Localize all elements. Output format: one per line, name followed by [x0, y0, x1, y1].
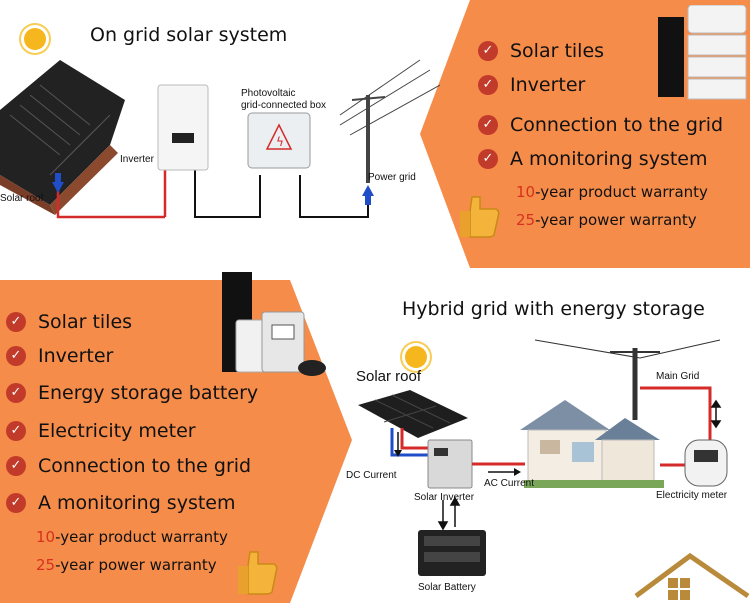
bottom-warranty-power: 25-year power warranty	[36, 556, 217, 574]
top-warranty-power: 25-year power warranty	[516, 211, 697, 229]
bottom-feature-item: ✓Inverter	[6, 345, 113, 367]
dc-wire-red	[56, 190, 165, 219]
bottom-feature-item: ✓Energy storage battery	[6, 382, 258, 404]
check-icon: ✓	[478, 41, 498, 61]
top-title: On grid solar system	[90, 24, 288, 46]
bottom-feature-item: ✓Connection to the grid	[6, 455, 251, 477]
solar-panel-illustration	[358, 390, 468, 438]
house-logo-icon	[634, 552, 750, 600]
label-solar-inverter: Solar Inverter	[414, 492, 475, 503]
bottom-feature-item: ✓A monitoring system	[6, 492, 236, 514]
check-icon: ✓	[478, 149, 498, 169]
power-pole-illustration	[534, 339, 721, 420]
check-icon: ✓	[6, 383, 26, 403]
power-pole-illustration	[339, 59, 440, 183]
thumbs-up-icon	[238, 551, 278, 595]
solar-inverter-illustration	[427, 439, 473, 489]
label-hybrid-solar-roof: Solar roof	[356, 368, 422, 385]
label-pv-box-2: grid-connected box	[241, 100, 327, 111]
label-main-grid: Main Grid	[656, 371, 700, 382]
dc-wire-red	[400, 428, 430, 450]
check-icon: ✓	[478, 115, 498, 135]
thumbs-up-icon	[460, 196, 500, 238]
battery-cabinet-image	[658, 5, 747, 100]
top-warranty-product: 10-year product warranty	[516, 183, 708, 201]
bottom-feature-item: ✓Solar tiles	[6, 311, 132, 333]
label-inverter: Inverter	[120, 154, 154, 165]
solar-roof-illustration	[0, 60, 125, 215]
inverter-illustration	[157, 84, 209, 171]
check-icon: ✓	[478, 75, 498, 95]
grid-wire	[299, 175, 369, 218]
top-feature-item: ✓A monitoring system	[478, 148, 708, 170]
grid-wire-red	[640, 386, 712, 448]
label-power-grid: Power grid	[368, 172, 416, 183]
bottom-feature-item: ✓Electricity meter	[6, 420, 196, 442]
top-feature-item: ✓Inverter	[478, 74, 585, 96]
sun-icon	[24, 28, 46, 50]
check-icon: ✓	[6, 346, 26, 366]
label-solar-roof: Solar roof	[0, 193, 44, 204]
check-icon: ✓	[6, 493, 26, 513]
top-feature-item: ✓Solar tiles	[478, 40, 604, 62]
dc-wire-blue	[390, 428, 430, 457]
label-electricity-meter: Electricity meter	[656, 490, 728, 501]
solar-battery-illustration	[418, 530, 486, 576]
check-icon: ✓	[6, 456, 26, 476]
on-grid-diagram: ϟ	[0, 59, 440, 219]
bottom-title: Hybrid grid with energy storage	[402, 298, 705, 320]
check-icon: ✓	[6, 312, 26, 332]
hybrid-diagram	[358, 339, 728, 576]
ac-wire	[194, 170, 261, 218]
label-solar-battery: Solar Battery	[418, 582, 476, 593]
bottom-warranty-product: 10-year product warranty	[36, 528, 228, 546]
label-ac-current: AC Current	[484, 478, 535, 489]
svg-text:ϟ: ϟ	[276, 135, 284, 149]
sun-icon	[405, 346, 427, 368]
pv-box-illustration: ϟ	[247, 112, 311, 169]
electricity-meter-illustration	[684, 439, 728, 487]
house-illustration	[520, 400, 664, 488]
label-dc-current: DC Current	[346, 470, 397, 481]
hybrid-products-image	[222, 272, 326, 376]
label-pv-box-1: Photovoltaic	[241, 88, 296, 99]
up-down-arrows	[52, 173, 374, 205]
check-icon: ✓	[6, 421, 26, 441]
top-feature-item: ✓Connection to the grid	[478, 114, 723, 136]
